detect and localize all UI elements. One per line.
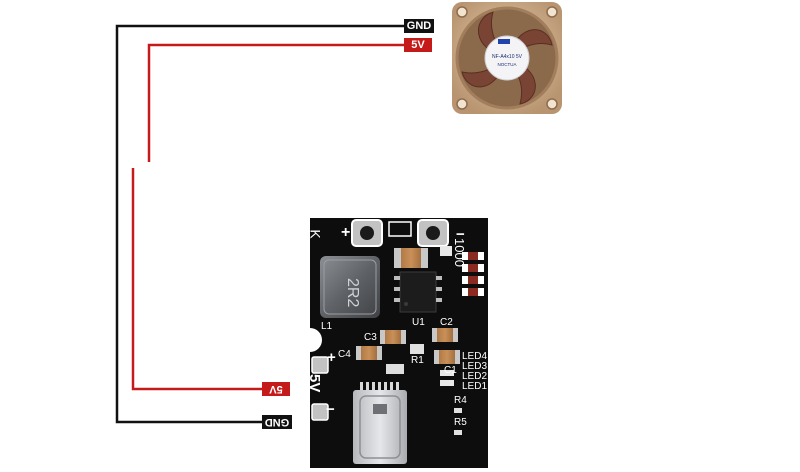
fan-ring bbox=[455, 6, 559, 110]
silk-led1: LED1 bbox=[462, 381, 488, 392]
silk-l1: L1 bbox=[321, 321, 333, 332]
silk-c1: C1 bbox=[444, 365, 457, 376]
led-indicators bbox=[386, 364, 454, 386]
5v-wire bbox=[147, 43, 404, 162]
silk-code: 1000 bbox=[452, 238, 467, 267]
fan-blades bbox=[461, 11, 553, 105]
usb-c-connector bbox=[353, 390, 407, 464]
sticker-logo bbox=[498, 39, 510, 44]
silk-c2: C2 bbox=[440, 317, 453, 328]
mount-holes bbox=[456, 6, 558, 110]
5v-wire-lower bbox=[131, 168, 262, 391]
silk-r4: R4 bbox=[454, 395, 467, 406]
side-pads bbox=[311, 356, 329, 421]
silk-minus-top: − bbox=[456, 226, 465, 243]
r4-r5 bbox=[454, 408, 462, 435]
silk-r2: R2 bbox=[293, 296, 305, 311]
smd-capacitors bbox=[356, 328, 460, 364]
inductor bbox=[320, 256, 380, 318]
fan-hub-sticker bbox=[484, 35, 530, 81]
capacitor-top bbox=[394, 248, 428, 268]
silk-led2: LED2 bbox=[462, 371, 488, 382]
5v-top-tag: 5V bbox=[404, 38, 432, 52]
silk-c4: C4 bbox=[338, 349, 351, 360]
sticker-line2: NOCTUA bbox=[498, 62, 517, 67]
sticker-line1: NF-A4x10 5V bbox=[492, 54, 523, 60]
top-pads bbox=[351, 219, 449, 247]
silk-led4: LED4 bbox=[462, 351, 488, 362]
silk-c3: C3 bbox=[364, 332, 377, 343]
gnd-wire bbox=[115, 24, 404, 424]
silk-r1: R1 bbox=[411, 355, 424, 366]
silk-u1: U1 bbox=[412, 317, 425, 328]
ic-u1 bbox=[399, 271, 437, 313]
ic-pins bbox=[394, 276, 442, 302]
silk-k: K bbox=[307, 229, 324, 239]
resistor-array bbox=[440, 246, 484, 296]
silk-5v: 5V bbox=[306, 374, 323, 393]
usb-pins bbox=[360, 382, 399, 390]
silk-plus-top: + bbox=[341, 224, 351, 241]
silk-plus-side: + bbox=[327, 349, 336, 366]
silk-r5: R5 bbox=[454, 417, 467, 428]
gnd-top-tag: GND bbox=[404, 19, 434, 33]
pcb-hole-left bbox=[298, 329, 320, 351]
silk-inductor: 2R2 bbox=[344, 278, 361, 308]
silk-led3: LED3 bbox=[462, 361, 488, 372]
silk-minus-side: − bbox=[326, 401, 335, 418]
